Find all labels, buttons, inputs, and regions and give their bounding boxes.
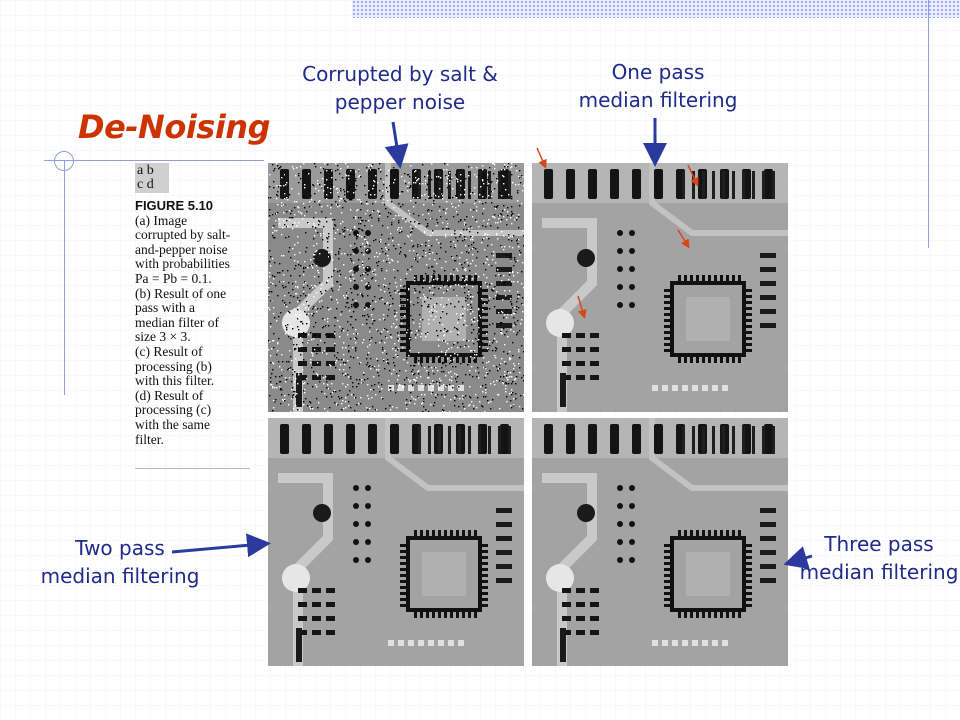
caption-line: processing (c) (135, 402, 212, 418)
caption-line: (b) Result of one (135, 285, 227, 301)
panel-index-row2: c d (137, 177, 154, 192)
decorative-circle (54, 151, 74, 171)
caption-line: filter. (135, 431, 164, 447)
caption-line: corrupted by salt- (135, 227, 231, 243)
label-three-pass-line2: median filtering (799, 560, 959, 584)
panel-a-noisy (268, 163, 524, 412)
panel-d-three-pass (532, 418, 788, 666)
label-corrupted: Corrupted by salt & pepper noise (280, 60, 520, 116)
figure-heading: FIGURE 5.10 (135, 198, 214, 213)
circuit-board-three-pass-image (532, 418, 788, 666)
caption-line: with the same (135, 416, 210, 432)
label-one-pass-line1: One pass (611, 60, 705, 84)
circuit-board-one-pass-image (532, 163, 788, 412)
caption-line: pass with a (135, 300, 195, 316)
label-two-pass: Two pass median filtering (20, 534, 220, 590)
caption-rule (135, 468, 250, 469)
title-underline (44, 160, 264, 161)
label-two-pass-line2: median filtering (40, 564, 200, 588)
panel-index-row1: a b (137, 163, 154, 178)
label-three-pass-line1: Three pass (824, 532, 934, 556)
panel-c-two-pass (268, 418, 524, 666)
caption-line: (d) Result of (135, 387, 204, 403)
label-two-pass-line1: Two pass (75, 536, 165, 560)
label-three-pass: Three pass median filtering (786, 530, 960, 586)
label-one-pass-line2: median filtering (578, 88, 738, 112)
caption-line: size 3 × 3. (135, 329, 191, 345)
label-corrupted-line1: Corrupted by salt & (302, 62, 498, 86)
circuit-board-two-pass-image (268, 418, 524, 666)
caption-line: processing (b) (135, 358, 212, 374)
caption-line: and-pepper noise (135, 241, 228, 257)
panel-index-key: a b c d (135, 163, 169, 193)
caption-line: with probabilities (135, 256, 230, 272)
caption-line: Pa = Pb = 0.1. (135, 270, 212, 286)
arrow-corrupted (384, 121, 409, 169)
caption-line: (c) Result of (135, 343, 203, 359)
panel-b-one-pass (532, 163, 788, 412)
top-decorative-bar (352, 0, 960, 18)
left-decorative-line (64, 160, 65, 395)
caption-line: (a) Image (135, 212, 188, 228)
label-one-pass: One pass median filtering (548, 58, 768, 114)
right-decorative-line (928, 0, 929, 248)
caption-line: with this filter. (135, 373, 215, 389)
circuit-board-noisy-image (268, 163, 524, 412)
slide-title: De-Noising (78, 108, 270, 146)
caption-line: median filter of (135, 314, 219, 330)
label-corrupted-line2: pepper noise (334, 90, 466, 114)
